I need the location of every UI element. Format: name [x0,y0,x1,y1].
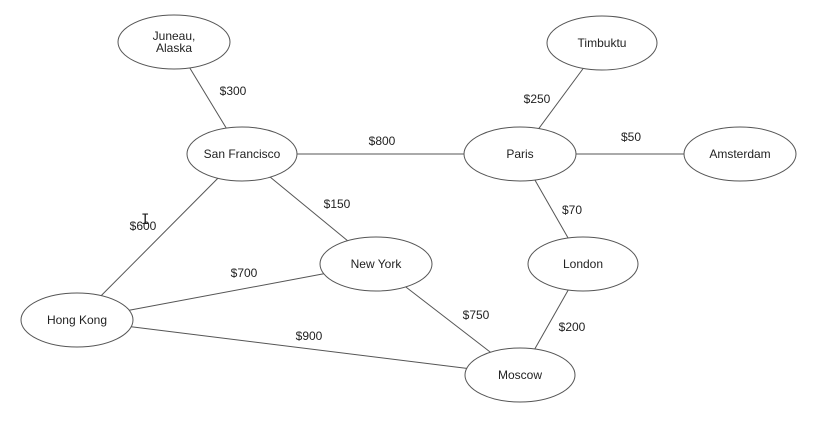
node-label-newyork: New York [351,257,403,271]
edge-label-hongkong-newyork: $700 [231,266,258,280]
edge-label-juneau-sf: $300 [220,84,247,98]
edge-label-hongkong-moscow: $900 [296,329,323,343]
node-sf: San Francisco [186,126,298,182]
node-newyork: New York [319,236,433,292]
node-label-juneau: Alaska [156,41,192,55]
node-ellipse-london [527,236,639,292]
edge-newyork-moscow [405,286,491,353]
edge-hongkong-moscow [131,326,467,369]
node-label-london: London [563,257,603,271]
node-label-amsterdam: Amsterdam [709,147,770,161]
node-london: London [527,236,639,292]
node-ellipse-paris [463,126,577,182]
node-ellipse-newyork [319,236,433,292]
node-moscow: Moscow [464,347,576,403]
node-timbuktu: Timbuktu [546,15,658,71]
edges-layer [100,67,684,369]
node-label-juneau: Juneau, [153,29,196,43]
node-label-hongkong: Hong Kong [47,313,107,327]
node-ellipse-juneau [117,14,231,70]
edge-sf-newyork [269,176,348,242]
edge-hongkong-newyork [129,273,324,311]
node-paris: Paris [463,126,577,182]
edge-label-newyork-moscow: $750 [463,308,490,322]
node-hongkong: Hong Kong [20,292,134,348]
node-ellipse-sf [186,126,298,182]
edge-label-paris-timbuktu: $250 [524,92,551,106]
edge-sf-hongkong [100,177,219,297]
node-ellipse-moscow [464,347,576,403]
edge-label-sf-paris: $800 [369,134,396,148]
node-amsterdam: Amsterdam [683,126,797,182]
edge-labels-layer: $300 $800 $250 $50 $150 $600 $70 $700 $750 $900 $2… [130,84,642,343]
edge-london-moscow [534,289,569,350]
node-ellipse-amsterdam [683,126,797,182]
edge-paris-timbuktu [538,68,584,129]
text-cursor-icon: I [141,212,149,228]
edge-label-london-moscow: $200 [559,320,586,334]
node-label-paris: Paris [506,147,533,161]
node-juneau: Juneau,Alaska [117,14,231,70]
node-label-timbuktu: Timbuktu [578,36,627,50]
edge-label-paris-amsterdam: $50 [621,130,641,144]
node-ellipse-timbuktu [546,15,658,71]
edge-label-sf-hongkong: $600 [130,219,157,233]
edge-paris-london [534,179,569,239]
node-ellipse-hongkong [20,292,134,348]
edge-label-sf-newyork: $150 [324,197,351,211]
edge-label-paris-london: $70 [562,203,582,217]
node-label-moscow: Moscow [498,368,542,382]
edge-juneau-sf [189,67,227,129]
node-label-sf: San Francisco [204,147,281,161]
